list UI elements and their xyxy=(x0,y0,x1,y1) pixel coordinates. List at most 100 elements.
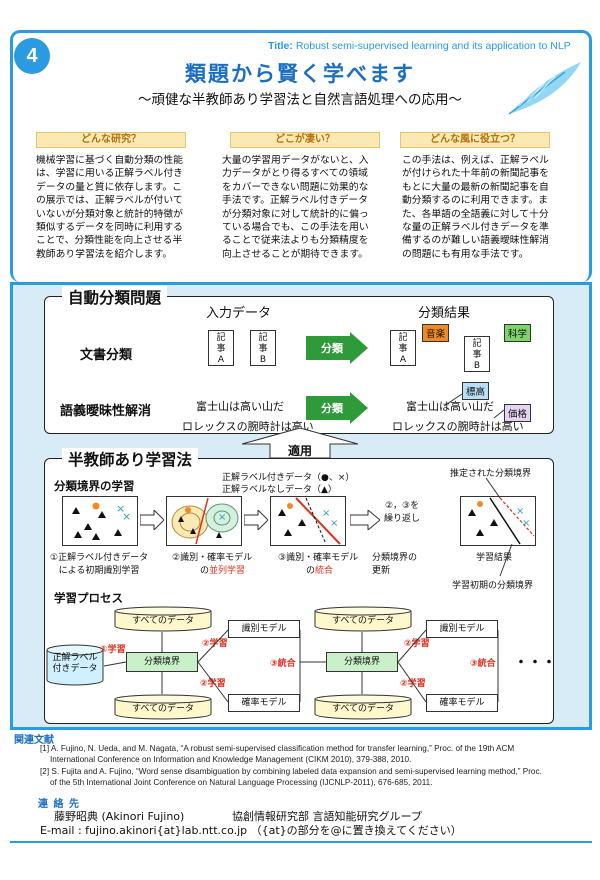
reference-2a: [2] S. Fujita and A. Fujino, “Word sense… xyxy=(40,767,542,776)
integrate-label-2: ③統合 xyxy=(470,659,496,669)
initial-boundary-pointer xyxy=(499,544,513,577)
plot-parallel-learning: × xyxy=(166,496,242,546)
learn2-label-top-2: ②学習 xyxy=(404,639,430,649)
text-line: 備するのが難しい語義曖昧性解消 xyxy=(402,235,549,247)
all-data-label-top-1: すべてのデータ xyxy=(131,616,194,626)
question-text-how: この手法は、例えば、正解ラベル が付けられた十年前の新聞記事を もとに大量の最新… xyxy=(402,154,568,261)
question-text-what: 機械学習に基づく自動分類の性能 は、学習に用いる正解ラベル付き データの量と質に… xyxy=(36,154,202,261)
tag-science: 科学 xyxy=(504,324,532,342)
boundary-update-label: 分類境界の 更新 xyxy=(372,553,418,576)
prob-model-box-2: 確率モデル xyxy=(426,694,498,712)
plot-integration: × × xyxy=(270,496,346,546)
labeled-data-label: 正解ラベル 付きデータ xyxy=(52,653,98,674)
sentence-2: ロレックスの腕時計は高い xyxy=(182,420,314,433)
disc-model-box-2: 識別モデル xyxy=(426,620,498,638)
boundary-learning-title: 分類境界の学習 xyxy=(54,479,135,493)
step3-text: ③識別・確率モデル xyxy=(278,553,359,563)
legend-labeled: 正解ラベル付きデータ（●、×） xyxy=(222,473,355,483)
text-line: な量の正解ラベル付きデータを準 xyxy=(402,222,549,234)
step-arrow-1 xyxy=(140,510,164,530)
estimated-boundary-label: 推定された分類境界 xyxy=(450,469,532,479)
text-line: の問題にも有用な手法です。 xyxy=(402,248,529,260)
english-title: Title: Robust semi-supervised learning a… xyxy=(268,40,571,52)
contact-name: 藤野昭典 (Akinori Fujino) xyxy=(54,810,185,823)
all-data-label-bottom-1: すべてのデータ xyxy=(131,704,194,714)
title-prefix: Title: xyxy=(268,40,296,52)
text-line: の展示では、正解ラベルが付いて xyxy=(36,195,183,207)
text-line: 力データがとり得るすべての領域 xyxy=(222,168,368,180)
question-text-why: 大量の学習用データがないと、入 力データがとり得るすべての領域 をカバーできない… xyxy=(222,154,388,261)
step-arrow-2 xyxy=(244,510,268,530)
estimated-boundary-pointer xyxy=(485,478,501,499)
all-data-cylinder-top-1 xyxy=(114,606,212,632)
title-text: Robust semi-supervised learning and its … xyxy=(295,40,571,52)
step1-label: ①正解ラベル付きデータ による初期識別学習 xyxy=(50,553,149,576)
main-title: 類題から賢く学べます xyxy=(185,62,415,86)
text-line: 類似するデータを同時に利用する xyxy=(36,222,183,234)
reference-1a: [1] A. Fujino, N. Ueda, and M. Nagata, “… xyxy=(40,744,515,753)
process-connectors xyxy=(103,629,499,703)
text-line: 向上させることが期待できます。 xyxy=(222,248,368,260)
integrate-label-1: ③統合 xyxy=(270,659,296,669)
step2-label: ②識別・確率モデル の並列学習 xyxy=(172,550,252,576)
classify-label-2: 分類 xyxy=(321,402,343,415)
step3-text-of: の xyxy=(306,566,316,576)
question-heading-what: どんな研究？ xyxy=(36,132,186,148)
disc-model-box-1: 識別モデル xyxy=(228,620,300,638)
text-line: 動分類するのに利用できます。ま xyxy=(402,195,548,207)
legend-unlabeled: 正解ラベルなしデータ（▲） xyxy=(222,485,337,495)
svg-text:×: × xyxy=(330,518,338,529)
svg-text:×: × xyxy=(322,508,330,519)
text-line: もとに大量の最新の新聞記事を自 xyxy=(402,181,549,193)
contact-label: 連 絡 先 xyxy=(38,799,80,810)
tag-price: 価格 xyxy=(504,404,532,422)
text-line: 大量の学習用データがないと、入 xyxy=(222,155,369,166)
result-sentence-2: ロレックスの腕時計は高い xyxy=(392,420,524,433)
labeled-data-cylinder xyxy=(46,644,104,686)
text-line: が分類対象に対して統計的に偏っ xyxy=(222,208,369,220)
learning-result-label: 学習結果 xyxy=(476,553,513,563)
question-heading-why: どこが凄い？ xyxy=(230,132,380,148)
all-data-label-bottom-2: すべてのデータ xyxy=(331,704,394,714)
text-line: ることで従来法よりも分類精度を xyxy=(222,235,369,247)
classify-arrow-2 xyxy=(306,392,368,424)
tag-pointer-lines xyxy=(443,393,505,419)
sentence-1: 富士山は高い山だ xyxy=(196,400,284,413)
text-line: ている場合でも、この手法を用い xyxy=(222,222,369,234)
result-sentence-1: 富士山は高い山だ xyxy=(406,400,494,413)
apply-arrow xyxy=(241,428,359,458)
svg-text:×: × xyxy=(516,506,524,517)
exhibit-number-badge: 4 xyxy=(14,38,50,74)
sub-title: 〜頑健な半教師あり学習法と自然言語処理への応用〜 xyxy=(138,92,462,108)
result-document-a: 記 事 A xyxy=(390,330,416,366)
bottom-rule xyxy=(10,841,592,843)
all-data-cylinder-top-2 xyxy=(314,606,412,632)
reference-1b: International Conference on Information … xyxy=(50,755,412,764)
step3-label: ③識別・確率モデル の統合 xyxy=(278,550,358,576)
svg-text:×: × xyxy=(122,510,131,523)
text-line: 手法です。正解ラベル付きデータ xyxy=(222,195,368,207)
contact-organization: 協創情報研究部 言語知能研究グループ xyxy=(232,810,422,823)
prob-model-box-1: 確率モデル xyxy=(228,694,300,712)
text-line: この手法は、例えば、正解ラベル xyxy=(402,155,549,166)
semi-supervised-title: 半教師あり学習法 xyxy=(62,448,199,470)
text-line: 機械学習に基づく自動分類の性能 xyxy=(36,155,183,166)
question-heading-how: どんな風に役立つ？ xyxy=(400,132,550,148)
text-line: は、学習に用いる正解ラベル付き xyxy=(36,168,183,180)
text-line: データの量と質に依存します。こ xyxy=(36,181,182,193)
tag-altitude: 標高 xyxy=(462,382,490,400)
text-line: が付けられた十年前の新聞記事を xyxy=(402,168,549,180)
step2-parallel: 並列学習 xyxy=(209,566,246,576)
apply-label: 適用 xyxy=(287,444,312,458)
svg-text:×: × xyxy=(116,502,125,515)
boundary-box-1: 分類境界 xyxy=(126,652,198,672)
text-line: た、各単語の全語義に対して十分 xyxy=(402,208,549,220)
text-line: いないが分類対象と統計的特徴が xyxy=(36,208,183,220)
step2-text: ②識別・確率モデル xyxy=(172,553,253,563)
learn1-label: ①学習 xyxy=(100,645,126,655)
svg-text:×: × xyxy=(218,512,226,523)
auto-classification-title: 自動分類問題 xyxy=(62,286,168,308)
plot-learning-result: × × xyxy=(460,496,536,546)
step3-integration: 統合 xyxy=(315,566,334,576)
result-header: 分類結果 xyxy=(418,306,471,321)
